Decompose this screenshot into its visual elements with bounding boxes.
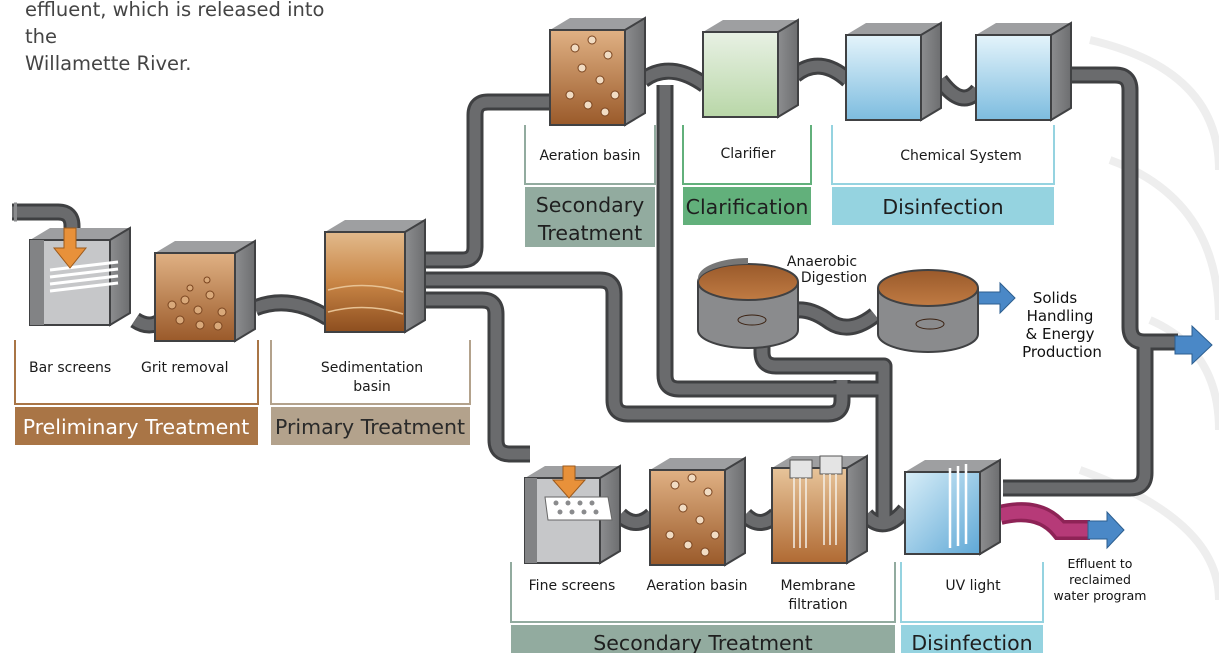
band-disinfection-top-text: Disinfection — [882, 195, 1003, 219]
aeration-basin-bottom-tank — [649, 456, 746, 567]
anaerobic-digester-1 — [697, 258, 799, 349]
band-secondary-bottom-text: Secondary Treatment — [593, 631, 812, 653]
label-anaerobic-2: Digestion — [801, 270, 867, 286]
band-disinfection-top: Disinfection — [832, 187, 1054, 225]
chemical-system-tank-2 — [975, 21, 1072, 122]
label-grit-removal: Grit removal — [141, 360, 228, 376]
effluent-label-3: water program — [1054, 588, 1147, 603]
label-aeration-bottom: Aeration basin — [646, 578, 747, 594]
label-bar-screens: Bar screens — [29, 360, 111, 376]
pipe-network — [12, 57, 1178, 533]
anaerobic-digester-2 — [877, 269, 979, 353]
uv-light-tank — [904, 458, 1001, 556]
clarifier-tank — [702, 18, 799, 119]
label-chemical-system: Chemical System — [900, 148, 1022, 164]
band-disinfection-bottom-text: Disinfection — [911, 631, 1032, 653]
band-primary-text: Primary Treatment — [275, 415, 465, 439]
grit-removal-tank — [154, 239, 256, 343]
effluent-label-1: Effluent to — [1068, 556, 1133, 571]
band-secondary-top-text-2: Treatment — [537, 221, 642, 245]
intro-line-2: Willamette River. — [25, 52, 192, 75]
solids-label-3: & Energy — [1026, 325, 1095, 343]
band-clarification: Clarification — [683, 187, 811, 225]
solids-label-1: Solids — [1033, 289, 1078, 307]
background-arcs — [1078, 36, 1219, 601]
label-sedimentation-2: basin — [353, 379, 391, 395]
band-secondary-top-text-1: Secondary — [536, 193, 645, 217]
band-secondary-top: Secondary Treatment — [525, 187, 655, 247]
label-membrane-1: Membrane — [780, 578, 855, 594]
fine-screens-tank — [524, 464, 621, 565]
solids-label-2: Handling — [1027, 307, 1094, 325]
intro-line-1: effluent, which is released into the — [25, 0, 325, 48]
reclaimed-water-arrow-icon — [1087, 510, 1125, 550]
chemical-system-tank-1 — [845, 21, 942, 122]
solids-arrow-icon — [977, 281, 1016, 315]
aeration-basin-top-tank — [549, 16, 646, 127]
label-membrane-2: filtration — [788, 597, 847, 613]
output-arrows — [977, 281, 1213, 550]
bar-screens-tank — [29, 226, 131, 327]
inflow-arrow-icon — [52, 227, 88, 269]
section-brackets — [14, 125, 1055, 623]
river-outflow-arrow-icon — [1174, 324, 1213, 366]
label-uv-light: UV light — [945, 578, 1001, 594]
solids-label-4: Production — [1022, 343, 1102, 361]
label-aeration-top: Aeration basin — [539, 148, 640, 164]
label-sedimentation-1: Sedimentation — [321, 360, 423, 376]
label-fine-screens: Fine screens — [529, 578, 616, 594]
band-disinfection-bottom: Disinfection — [901, 625, 1043, 653]
label-anaerobic-1: Anaerobic — [787, 254, 857, 270]
band-preliminary-text: Preliminary Treatment — [23, 415, 250, 439]
sedimentation-basin-tank — [324, 218, 426, 334]
band-secondary-bottom: Secondary Treatment — [511, 625, 895, 653]
fine-screens-arrow-icon — [551, 465, 587, 499]
effluent-label-2: reclaimed — [1069, 572, 1131, 587]
band-preliminary: Preliminary Treatment — [15, 407, 258, 445]
intro-text: effluent, which is released into the Wil… — [25, 0, 355, 77]
band-primary: Primary Treatment — [271, 407, 470, 445]
label-clarifier: Clarifier — [720, 146, 775, 162]
membrane-filtration-tank — [771, 454, 868, 565]
band-clarification-text: Clarification — [686, 195, 809, 219]
